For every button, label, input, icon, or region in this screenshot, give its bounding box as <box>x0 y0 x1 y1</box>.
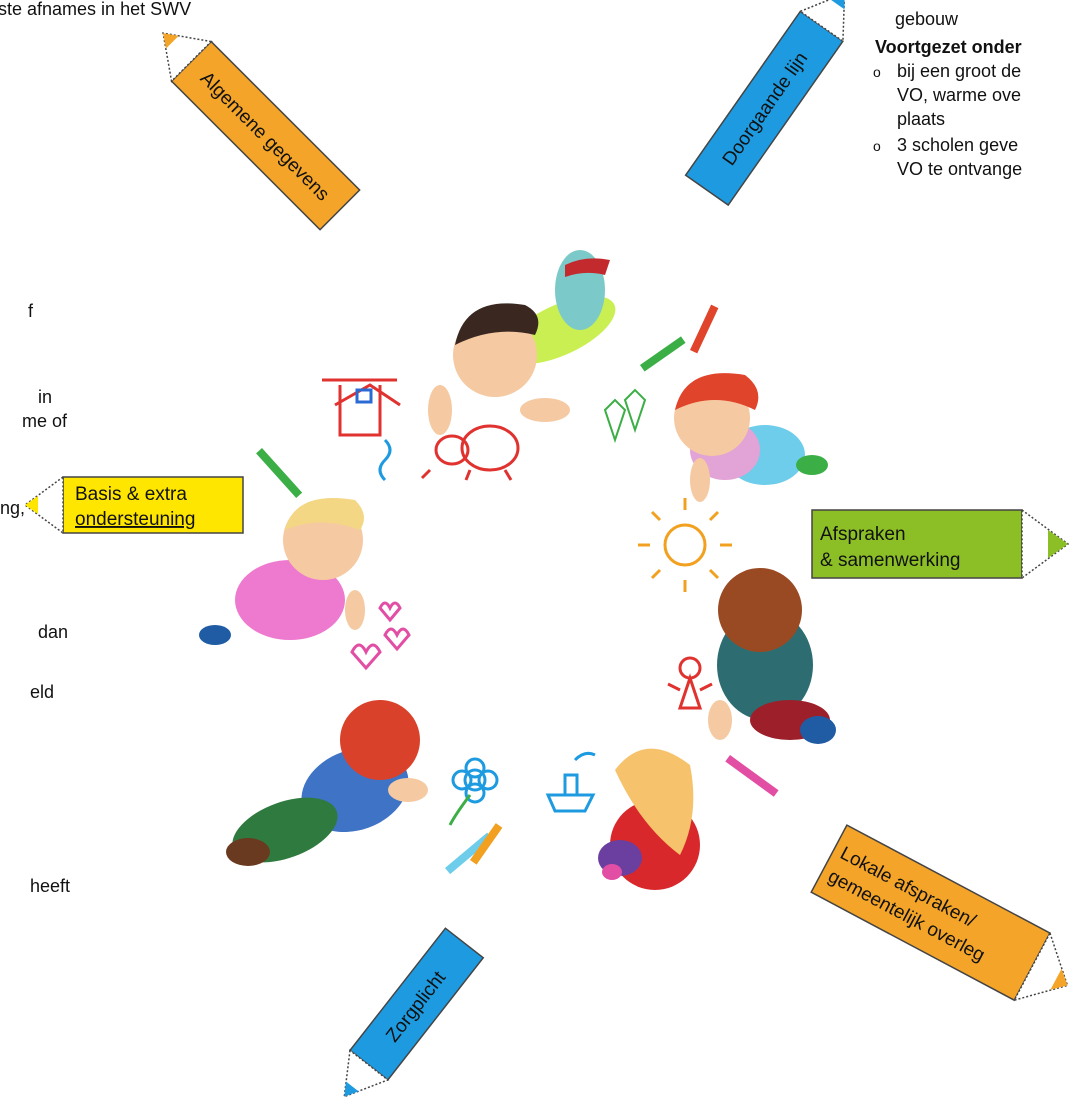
child-girl-left <box>199 498 365 645</box>
drawing-critter <box>420 424 520 481</box>
pencil-body <box>811 509 1023 579</box>
pencil-label: Doorgaande lijn <box>719 49 813 170</box>
drawing-boat <box>545 751 596 813</box>
right-bullet-text: bij een groot de <box>897 61 1022 81</box>
drawing-flower <box>448 757 499 826</box>
pencil-body <box>170 40 361 231</box>
pencil-label: Algemene gegevens <box>196 68 333 205</box>
drawing-sun <box>638 498 732 592</box>
crayons <box>256 304 779 875</box>
pencil-label: Basis & extra <box>75 484 187 505</box>
drawing-house <box>322 378 401 482</box>
pencil-body <box>810 824 1051 1002</box>
child-girl-right <box>674 373 828 502</box>
pencil-basis-extra-ondersteuning[interactable]: Basis & extra ondersteuning <box>23 475 244 535</box>
right-bullet-text: 3 scholen geve <box>897 135 1019 155</box>
pencil-zorgplicht[interactable]: Zorgplicht <box>325 927 485 1111</box>
pencil-label: Afspraken <box>820 524 906 545</box>
left-text-fragment: f <box>28 301 34 321</box>
left-text-fragment: dan <box>38 622 69 642</box>
right-bullet-text: plaats <box>897 109 946 129</box>
child-top-boy <box>428 250 616 435</box>
bullet-symbol: o <box>873 64 881 80</box>
drawing-hearts <box>350 601 411 671</box>
left-text-fragment: in <box>38 387 53 407</box>
pencil-body <box>684 10 844 207</box>
pencil-body <box>348 927 485 1081</box>
left-text-fragment: eld <box>30 682 55 702</box>
child-boy-right <box>708 568 836 744</box>
pencil-lokale-afspraken[interactable]: Lokale afspraken/ gemeentelijk overleg <box>810 824 1078 1019</box>
pencil-doorgaande-lijn[interactable]: Doorgaande lijn <box>684 0 866 207</box>
bullet-symbol: o <box>873 138 881 154</box>
pencil-label: Lokale afspraken/ <box>837 843 980 932</box>
pencil-label: Zorgplicht <box>382 967 450 1046</box>
right-heading: Voortgezet onder <box>875 37 1022 57</box>
child-boy-bottom-left <box>226 700 428 866</box>
pencil-afspraken-samenwerking[interactable]: Afspraken & samenwerking <box>811 508 1070 580</box>
pencil-algemene-gegevens[interactable]: Algemene gegevens <box>143 13 361 231</box>
right-text-gebouw: gebouw <box>895 9 959 29</box>
pencil-label: gemeentelijk overleg <box>824 866 988 966</box>
pencil-label: & samenwerking <box>820 550 960 571</box>
left-text-fragment: ng, <box>0 498 26 518</box>
child-girl-bottom <box>598 748 700 890</box>
left-text-top: ste afnames in het SWV <box>0 0 192 19</box>
pencil-body <box>62 476 244 534</box>
pencil-label: ondersteuning <box>75 509 195 530</box>
right-bullet-text: VO, warme ove <box>897 85 1022 105</box>
left-text-fragment: me of <box>22 411 68 431</box>
left-text-fragment: heeft <box>30 876 71 896</box>
drawing-stickfigure <box>667 656 713 710</box>
right-bullet-text: VO te ontvange <box>897 159 1023 179</box>
